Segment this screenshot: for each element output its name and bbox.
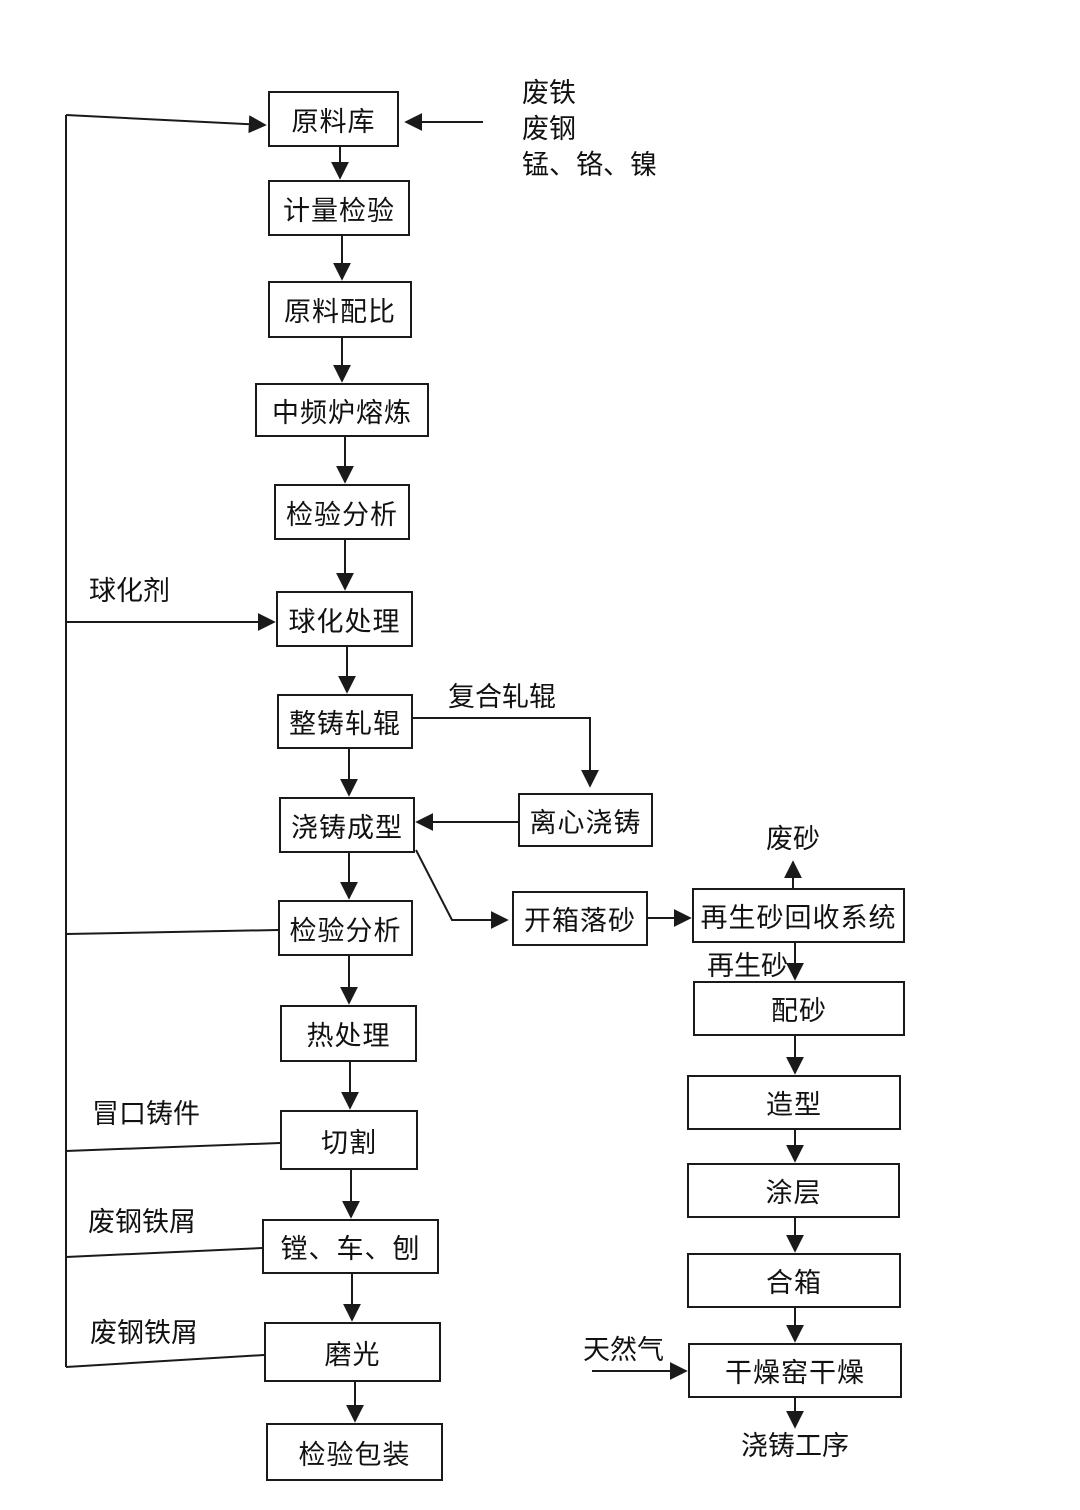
inspect-analysis-1-box: 检验分析 — [274, 484, 410, 540]
weigh-inspect-box: 计量检验 — [268, 180, 410, 236]
pour-form-box: 浇铸成型 — [279, 797, 415, 853]
shakeout-box: 开箱落砂 — [512, 891, 648, 946]
scrap-chips-2-label: 废钢铁屑 — [90, 1318, 198, 1349]
inspect-pack-box: 检验包装 — [266, 1423, 443, 1481]
scrap-iron-label: 废铁 — [522, 78, 576, 109]
spheroidizer-label: 球化剂 — [89, 576, 170, 607]
line-cut-return — [65, 1142, 281, 1152]
alloys-label: 锰、铬、镍 — [522, 150, 657, 181]
raw-input-labels: 废铁 废钢 锰、铬、镍 — [522, 76, 657, 184]
heat-treat-box: 热处理 — [280, 1005, 417, 1062]
kiln-dry-box: 干燥窑干燥 — [688, 1343, 902, 1398]
reclaimed-sand-label: 再生砂 — [707, 951, 788, 982]
coating-box: 涂层 — [687, 1163, 900, 1218]
cutting-box: 切割 — [280, 1110, 418, 1170]
inspect-analysis-2-box: 检验分析 — [278, 900, 413, 956]
melting-box: 中频炉熔炼 — [255, 383, 429, 437]
line-inspect-return — [65, 929, 279, 935]
next-step-label: 浇铸工序 — [741, 1431, 849, 1462]
composite-roll-label: 复合轧辊 — [448, 682, 556, 713]
raw-material-store-box: 原料库 — [268, 91, 399, 147]
whole-cast-roll-box: 整铸轧辊 — [277, 694, 413, 749]
scrap-chips-1-label: 废钢铁屑 — [88, 1207, 196, 1238]
reclaim-system-box: 再生砂回收系统 — [692, 888, 905, 943]
line-polish-return — [65, 1354, 265, 1368]
line-machine-return — [65, 1247, 263, 1258]
arrow-pour-to-shakeout — [415, 849, 509, 929]
arrow-composite-branch — [413, 717, 599, 788]
waste-sand-label: 废砂 — [766, 824, 820, 855]
riser-casting-label: 冒口铸件 — [92, 1099, 200, 1130]
sand-mix-box: 配砂 — [693, 981, 905, 1036]
spheroidize-box: 球化处理 — [276, 591, 413, 647]
machining-box: 镗、车、刨 — [262, 1219, 439, 1274]
closing-box: 合箱 — [687, 1253, 901, 1308]
centrifugal-cast-box: 离心浇铸 — [518, 793, 653, 847]
natural-gas-label: 天然气 — [583, 1335, 664, 1366]
polishing-box: 磨光 — [264, 1322, 441, 1382]
scrap-steel-label: 废钢 — [522, 114, 576, 145]
mix-ratio-box: 原料配比 — [268, 281, 412, 338]
molding-box: 造型 — [687, 1075, 901, 1130]
return-loop-top-arrow — [65, 114, 267, 134]
